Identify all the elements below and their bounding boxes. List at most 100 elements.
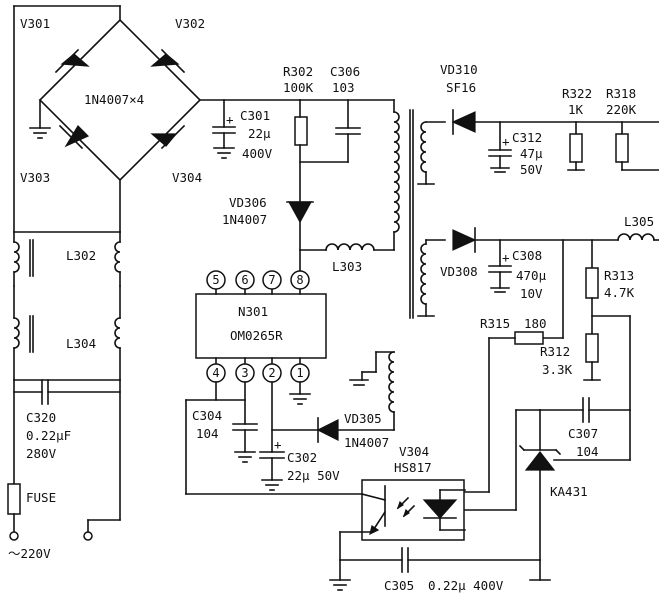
label-c302-val: 22μ 50V — [287, 468, 340, 483]
capacitor-c301 — [212, 99, 236, 159]
shunt-regulator-ka431 — [464, 409, 631, 581]
capacitor-c304 — [185, 381, 258, 463]
diode-vd306 — [286, 201, 314, 224]
bridge-rectifier — [13, 5, 301, 233]
inductor-l305 — [617, 233, 659, 241]
label-ka431: KA431 — [550, 484, 588, 499]
diode-vd310 — [451, 109, 659, 135]
label-r322: R322 — [562, 86, 592, 101]
label-r318-val: 220K — [606, 102, 637, 117]
label-c307: C307 — [568, 426, 598, 441]
label-c306-val: 103 — [332, 80, 355, 95]
label-vd310-type: SF16 — [446, 80, 476, 95]
fuse — [7, 483, 121, 541]
pin-5: 5 — [212, 273, 219, 287]
resistor-r312 — [583, 315, 631, 461]
label-bridge-note: 1N4007×4 — [84, 92, 144, 107]
label-r312: R312 — [540, 344, 570, 359]
pin-3: 3 — [241, 366, 248, 380]
label-v301: V301 — [20, 16, 50, 31]
label-r313: R313 — [604, 268, 634, 283]
label-c308-volt: 10V — [520, 286, 543, 301]
plus-c301: + — [226, 112, 234, 127]
label-c308: C308 — [512, 248, 542, 263]
snubber-network — [294, 99, 395, 251]
label-v304-type: HS817 — [394, 460, 432, 475]
label-v304: V304 — [399, 444, 429, 459]
label-c301: C301 — [240, 108, 270, 123]
label-c312-volt: 50V — [520, 162, 543, 177]
label-c320-cap: 0.22μF — [26, 428, 71, 443]
label-r313-val: 4.7K — [604, 285, 635, 300]
inductor-l304 — [13, 315, 121, 381]
label-c304: C304 — [192, 408, 222, 423]
label-r302-val: 100K — [283, 80, 314, 95]
inductor-l303 — [299, 243, 395, 251]
secondary-winding-1 — [417, 121, 446, 185]
label-mains: ～220V — [8, 546, 51, 561]
ground-pin1 — [289, 381, 311, 405]
pin-7: 7 — [268, 273, 275, 287]
label-vd305: VD305 — [344, 411, 382, 426]
resistor-r318 — [615, 121, 659, 171]
label-vd306-type: 1N4007 — [222, 212, 267, 227]
capacitor-c305 — [339, 547, 541, 573]
resistor-r315 — [464, 331, 564, 493]
label-c305: C305 — [384, 578, 414, 593]
auxiliary-winding — [349, 351, 395, 431]
ic-n301 — [195, 249, 327, 383]
optocoupler-v304 — [185, 399, 466, 581]
label-c306: C306 — [330, 64, 360, 79]
label-c304-val: 104 — [196, 426, 219, 441]
label-r312-val: 3.3K — [542, 362, 573, 377]
label-c312-cap: 47μ — [520, 146, 543, 161]
pin-1: 1 — [296, 366, 303, 380]
capacitor-c307 — [539, 397, 631, 423]
label-c307-val: 104 — [576, 444, 599, 459]
ground-primary — [329, 579, 351, 591]
capacitor-c320 — [13, 379, 121, 521]
label-c301-volt: 400V — [242, 146, 273, 161]
resistor-r313 — [585, 239, 599, 335]
diode-vd305 — [271, 417, 395, 443]
label-v304: V304 — [172, 170, 202, 185]
capacitor-c302 — [259, 381, 285, 491]
label-vd308: VD308 — [440, 264, 478, 279]
pin-4: 4 — [212, 366, 219, 380]
plus-c302: + — [274, 437, 282, 452]
label-vd306: VD306 — [229, 195, 267, 210]
transformer-primary — [393, 99, 400, 251]
diode-vd308 — [452, 227, 619, 253]
resistor-r322 — [567, 121, 585, 171]
label-c320: C320 — [26, 410, 56, 425]
label-r302: R302 — [283, 64, 313, 79]
diode-v301 — [54, 48, 90, 74]
label-n301-type: OM0265R — [230, 328, 283, 343]
label-r315-val: 180 — [524, 316, 547, 331]
label-l302: L302 — [66, 248, 96, 263]
pin-8: 8 — [296, 273, 303, 287]
label-c305-val: 0.22μ 400V — [428, 578, 504, 593]
pin-2: 2 — [268, 366, 275, 380]
label-vd310: VD310 — [440, 62, 478, 77]
label-v303: V303 — [20, 170, 50, 185]
label-r318: R318 — [606, 86, 636, 101]
plus-c308: + — [502, 250, 510, 265]
diode-v303 — [58, 124, 90, 150]
label-fuse: FUSE — [26, 490, 56, 505]
capacitor-c308 — [488, 239, 512, 293]
inductor-l302 — [13, 231, 121, 287]
pin-6: 6 — [241, 273, 248, 287]
label-vd305-type: 1N4007 — [344, 435, 389, 450]
label-l304: L304 — [66, 336, 96, 351]
label-v302: V302 — [175, 16, 205, 31]
label-c308-cap: 470μ — [516, 268, 547, 283]
label-c302: C302 — [287, 450, 317, 465]
label-r315: R315 — [480, 316, 510, 331]
label-c312: C312 — [512, 130, 542, 145]
label-n301: N301 — [238, 304, 268, 319]
capacitor-c312 — [488, 121, 512, 173]
secondary-winding-2 — [417, 239, 446, 317]
diode-v302 — [150, 48, 186, 74]
